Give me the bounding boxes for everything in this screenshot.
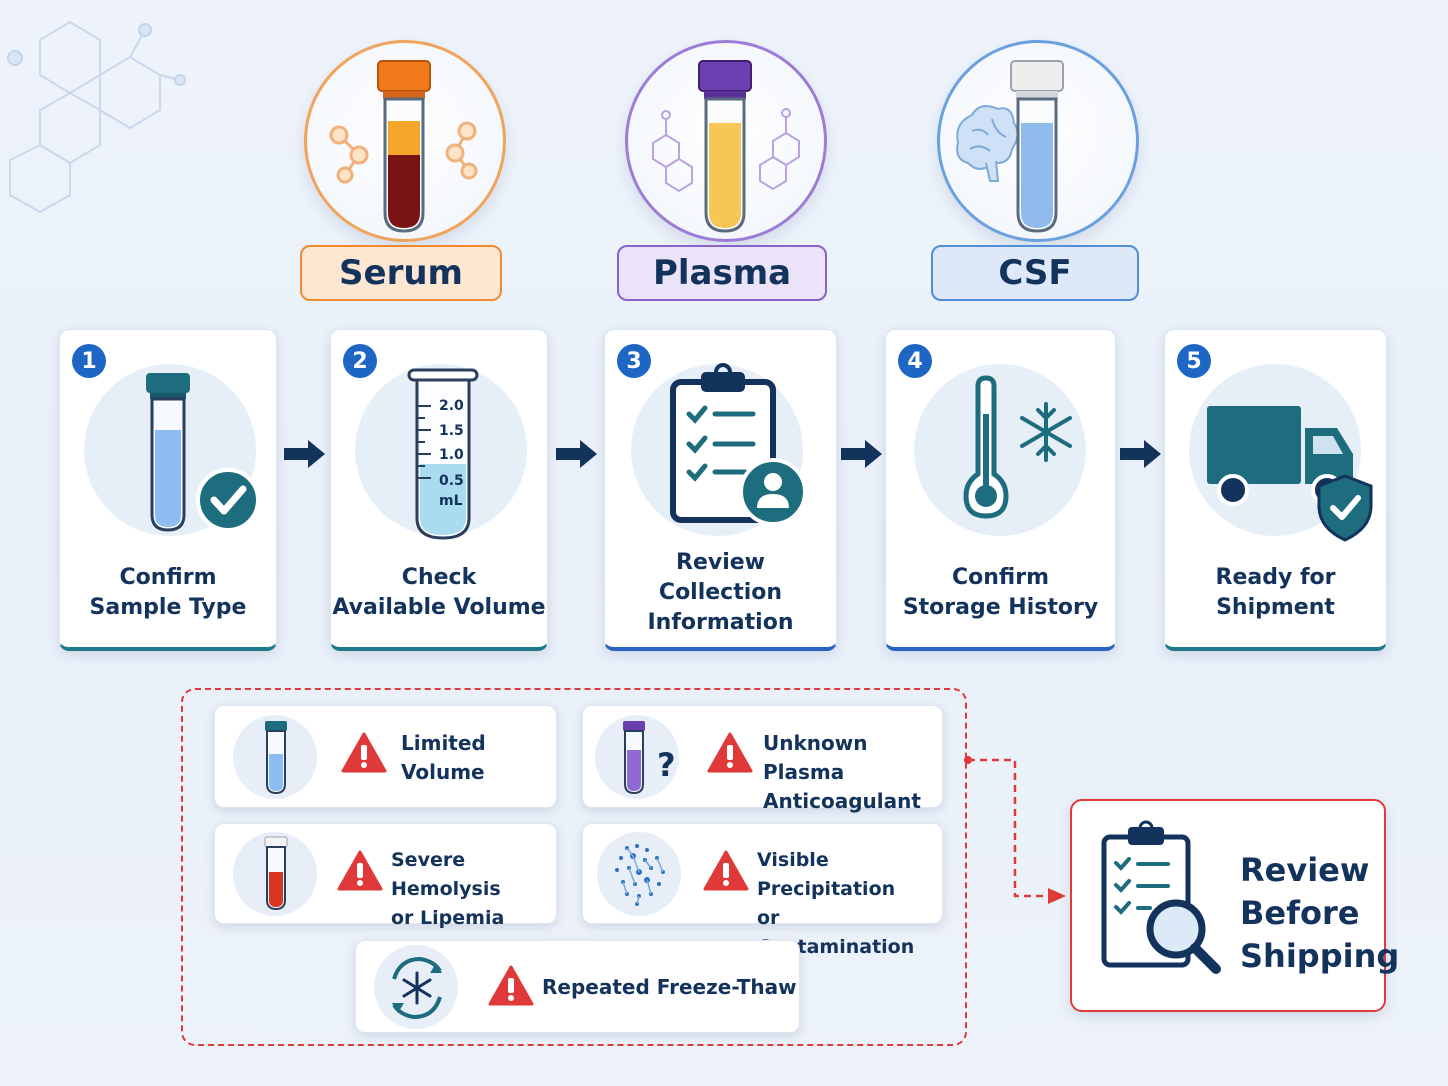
blue-tube-icon (265, 721, 287, 795)
review-label: Review Before Shipping (1240, 851, 1400, 975)
arrow-right-icon (284, 440, 325, 468)
freeze-thaw-icon (392, 956, 442, 1020)
step-label: Review Collection Information (647, 550, 794, 635)
step-card-ready-for-shipment: 5 Ready for Shipment (1164, 329, 1387, 651)
csf-tube-icon (956, 60, 1064, 233)
volume-mark: 0.5 (439, 473, 464, 489)
risk-card-limited-volume: Limited Volume (214, 705, 557, 808)
warning-icon (341, 732, 387, 773)
brain-icon (956, 105, 1019, 182)
step-card-review-collection-information: 3 Review Collection Information (604, 329, 837, 651)
risk-label: Repeated Freeze-Thaw (542, 975, 797, 999)
risk-card-unknown-plasma-anticoagulant: ? Unknown Plasma Anticoagulant (582, 705, 943, 813)
risk-card-severe-hemolysis-or-lipemia: Severe Hemolysis or Lipemia (214, 823, 557, 929)
volume-unit: mL (439, 493, 463, 509)
plasma-sample-illustration (625, 40, 827, 242)
step-number-badge: 1 (72, 344, 106, 378)
sample-label-serum: Serum (300, 245, 502, 301)
warning-icon (488, 965, 534, 1006)
graduated-tube-icon (407, 368, 479, 540)
risk-factors-group (181, 688, 967, 1046)
step-label: Confirm Sample Type (89, 565, 247, 620)
clipboard-person-icon (670, 363, 807, 526)
sample-label-plasma: Plasma (617, 245, 827, 301)
warning-icon (337, 850, 383, 891)
tube-check-icon (146, 373, 260, 532)
step-number-badge: 4 (898, 344, 932, 378)
step-number-badge: 3 (617, 344, 651, 378)
step-label: Ready for Shipment (1215, 565, 1336, 620)
step-label: Check Available Volume (332, 565, 546, 620)
thermometer-snowflake-icon (963, 375, 1072, 519)
step-number-badge: 2 (343, 344, 377, 378)
risk-card-repeated-freeze-thaw: Repeated Freeze-Thaw (355, 940, 800, 1033)
snowflake-icon (1020, 402, 1072, 462)
risk-label: Unknown Plasma Anticoagulant (763, 731, 921, 813)
step-label: Confirm Storage History (902, 565, 1099, 620)
truck-shield-icon (1207, 406, 1373, 542)
risk-label: Severe Hemolysis or Lipemia (391, 849, 505, 929)
step-card-check-available-volume: 2 2.0 1.5 1.0 0.5 mL Check Available Vol… (330, 329, 548, 651)
step-number-badge: 5 (1177, 344, 1211, 378)
svg-text:?: ? (657, 746, 676, 784)
serum-sample-illustration (304, 40, 506, 242)
risk-label: Limited Volume (401, 731, 486, 784)
arrow-right-icon (841, 440, 882, 468)
step-card-confirm-sample-type: 1 Confirm Sample Type (59, 329, 277, 651)
arrow-right-icon (1120, 440, 1161, 468)
particles-icon (615, 844, 665, 906)
risk-card-visible-precipitation-or-contamination: Visible Precipitation or Contamination (582, 823, 943, 958)
warning-icon (707, 732, 753, 773)
volume-mark: 1.5 (439, 423, 464, 439)
step-card-confirm-storage-history: 4 Confirm Storage History (885, 329, 1116, 651)
review-before-shipping-card: Review Before Shipping (1070, 799, 1399, 1012)
serum-tube-icon (329, 60, 478, 233)
plasma-tube-icon (652, 60, 800, 233)
warning-icon (703, 850, 749, 891)
clipboard-magnifier-icon (1101, 820, 1221, 974)
volume-mark: 1.0 (439, 447, 464, 463)
volume-mark: 2.0 (439, 398, 464, 414)
molecule-background-decoration (7, 20, 186, 214)
red-tube-icon (264, 836, 288, 911)
arrow-right-icon (556, 440, 597, 468)
csf-sample-illustration (937, 40, 1139, 242)
purple-tube-question-icon: ? (623, 721, 676, 795)
connector-arrow (964, 756, 1066, 904)
sample-label-csf: CSF (931, 245, 1139, 301)
